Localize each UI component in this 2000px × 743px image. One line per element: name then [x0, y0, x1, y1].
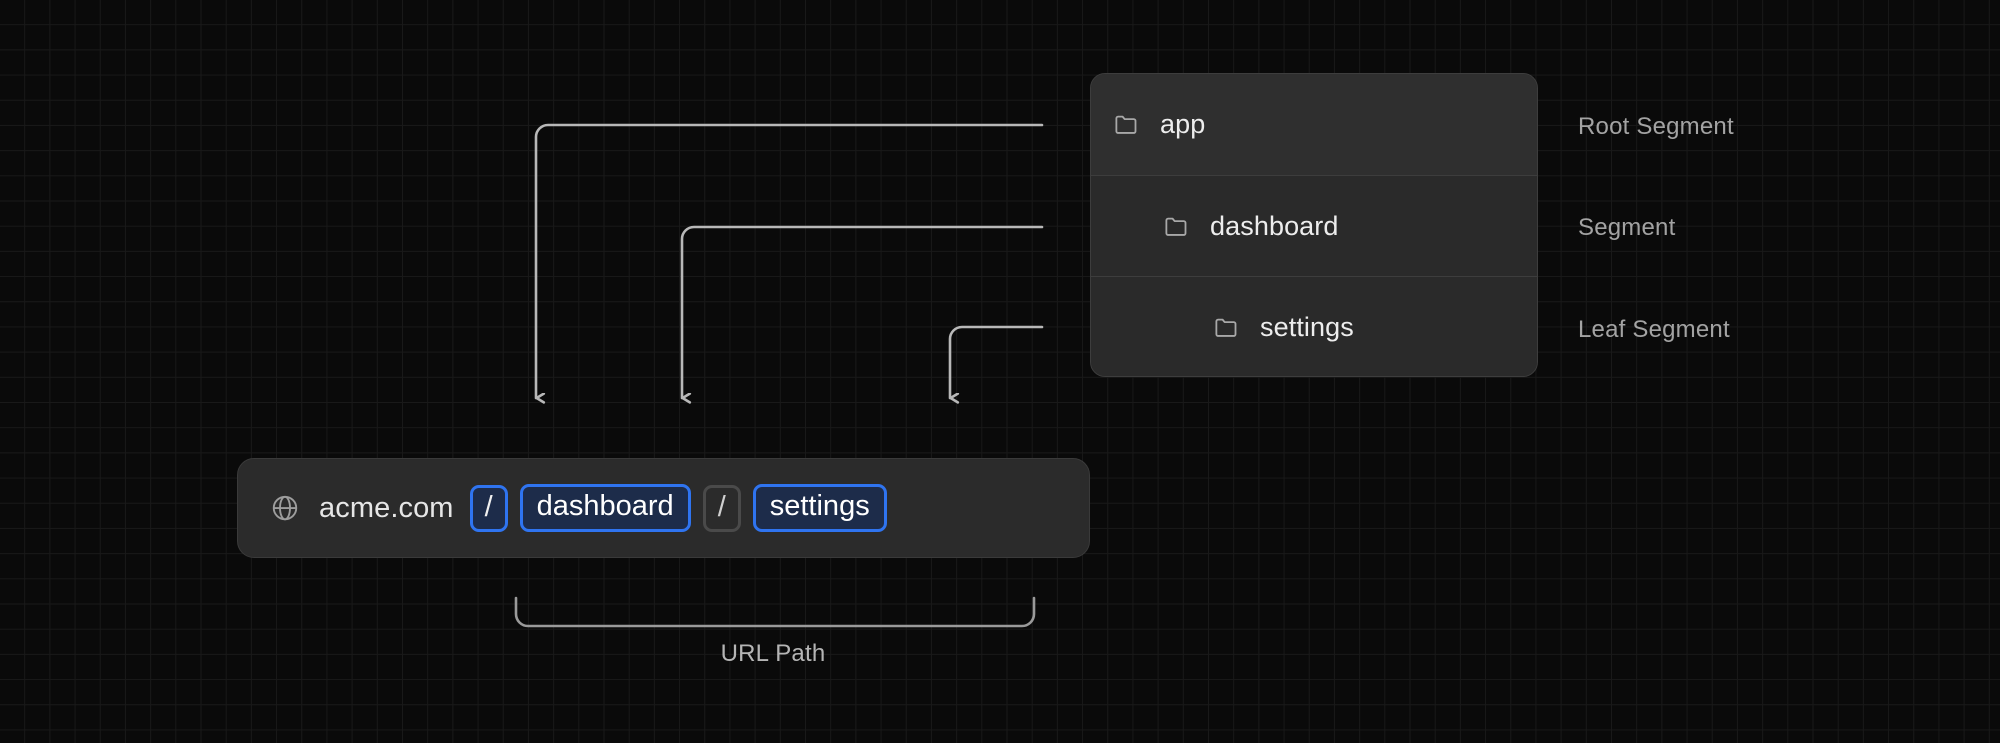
tree-row-label: settings: [1260, 311, 1354, 342]
connector-arrow-dashboard: [680, 225, 1044, 398]
tree-row-settings[interactable]: settings: [1091, 276, 1537, 376]
folder-icon: [1163, 213, 1190, 240]
tree-row-dashboard[interactable]: dashboard: [1091, 175, 1537, 276]
tree-row-app[interactable]: app: [1091, 74, 1537, 175]
tree-row-label: dashboard: [1210, 210, 1339, 241]
folder-icon: [1113, 111, 1140, 138]
url-separator-1[interactable]: /: [469, 484, 508, 532]
url-segment-dashboard[interactable]: dashboard: [519, 484, 691, 532]
url-path-brace: [514, 596, 1036, 628]
url-segment-settings[interactable]: settings: [752, 484, 887, 532]
annotation-root-segment: Root Segment: [1578, 113, 1734, 140]
folder-icon: [1213, 314, 1240, 341]
connector-arrow-app: [534, 123, 1044, 398]
url-separator-2[interactable]: /: [702, 484, 741, 532]
folder-tree-card: app dashboard settings: [1090, 73, 1538, 377]
url-host: acme.com: [319, 491, 454, 524]
annotation-segment: Segment: [1578, 214, 1676, 241]
annotation-leaf-segment: Leaf Segment: [1578, 316, 1730, 343]
url-path-label: URL Path: [720, 640, 826, 667]
tree-row-label: app: [1160, 109, 1206, 139]
connector-arrow-settings: [948, 325, 1044, 398]
url-bar[interactable]: acme.com / dashboard / settings: [237, 458, 1090, 558]
globe-icon: [270, 493, 300, 523]
